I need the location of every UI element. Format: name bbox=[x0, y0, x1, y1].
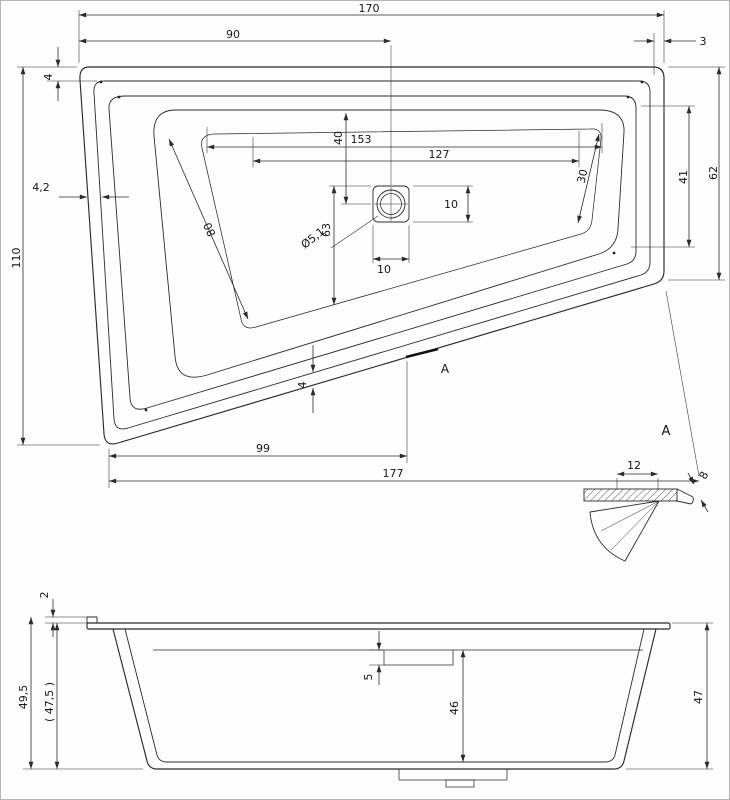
datum-dot bbox=[99, 80, 103, 84]
dim-corner-offset: 30 bbox=[575, 168, 591, 185]
dim-left-height: 110 bbox=[10, 248, 23, 269]
tub-rim-inner-contour bbox=[108, 95, 637, 410]
basin-bottom-contour bbox=[201, 128, 602, 329]
datum-dot bbox=[117, 95, 121, 99]
wall-fan-section bbox=[589, 500, 660, 562]
dim-overall-height-left: 49,5 bbox=[17, 685, 30, 710]
detail-a-view: A 12 8 bbox=[583, 424, 712, 562]
section-plane-mark bbox=[405, 347, 439, 359]
dim-inner-width-upper: 153 bbox=[351, 133, 372, 146]
tub-inner-profile bbox=[124, 628, 645, 763]
dim-bottom-left: 99 bbox=[256, 442, 270, 455]
dim-drain-left-depth: 63 bbox=[320, 223, 333, 237]
dim-top-rim-gap: 4 bbox=[42, 74, 55, 81]
datum-dot bbox=[144, 408, 148, 412]
rim-lip-profile bbox=[676, 488, 694, 505]
tub-outer-profile bbox=[112, 628, 657, 770]
rim-lip-left bbox=[86, 616, 98, 624]
rim-section-hatched bbox=[583, 488, 678, 502]
drain bbox=[372, 185, 410, 223]
dim-drain-from-top: 40 bbox=[332, 131, 345, 145]
dim-overall-height-right: 47 bbox=[692, 690, 705, 704]
detail-a-label: A bbox=[662, 424, 671, 439]
dim-ledge-depth: 5 bbox=[362, 674, 375, 681]
tub-outer-contour bbox=[79, 66, 665, 445]
dim-left-to-drain: 90 bbox=[226, 28, 240, 41]
dim-right-inner-height: 41 bbox=[677, 170, 690, 184]
overflow-ledge bbox=[383, 650, 454, 666]
datum-dot bbox=[640, 80, 644, 84]
dim-rim-width: 12 bbox=[627, 459, 641, 472]
top-view-bathtub-plan: 170 90 3 4 110 4,2 62 41 30 153 127 40 6… bbox=[10, 2, 725, 488]
dim-rim-thickness: 8 bbox=[697, 469, 712, 481]
basin-opening-contour bbox=[153, 109, 625, 378]
dim-rim-lip: 2 bbox=[38, 592, 51, 599]
dim-diagonal-length: 80 bbox=[201, 220, 219, 238]
dim-height-in-brackets: ( 47,5 ) bbox=[43, 682, 56, 722]
dim-inner-width-lower: 127 bbox=[429, 148, 450, 161]
dim-overall-width: 170 bbox=[359, 2, 380, 15]
dim-left-rim-gap: 4,2 bbox=[32, 181, 50, 194]
side-view-bathtub-elevation: 2 49,5 ( 47,5 ) 5 46 47 bbox=[17, 592, 713, 788]
dimension-lines-side-view bbox=[28, 599, 710, 769]
dim-inner-depth: 46 bbox=[448, 701, 461, 715]
dim-bottom-rim-gap: 4 bbox=[296, 382, 309, 389]
dim-right-edge-gap: 3 bbox=[700, 35, 707, 48]
datum-dot bbox=[612, 251, 616, 255]
dimension-lines-top-view bbox=[20, 12, 722, 484]
extension-lines-side-view bbox=[23, 616, 713, 770]
section-label: A bbox=[441, 362, 450, 376]
dim-drain-offset-horizontal: 10 bbox=[377, 263, 391, 276]
extension-lines-top-view bbox=[17, 10, 725, 488]
dim-right-height: 62 bbox=[707, 166, 720, 180]
dim-bottom-total: 177 bbox=[383, 467, 404, 480]
datum-dot bbox=[626, 95, 630, 99]
tub-rim-outer-contour bbox=[93, 80, 651, 430]
dim-drain-offset-vertical: 10 bbox=[444, 198, 458, 211]
bottom-support bbox=[398, 769, 508, 788]
rim-band bbox=[86, 622, 671, 630]
